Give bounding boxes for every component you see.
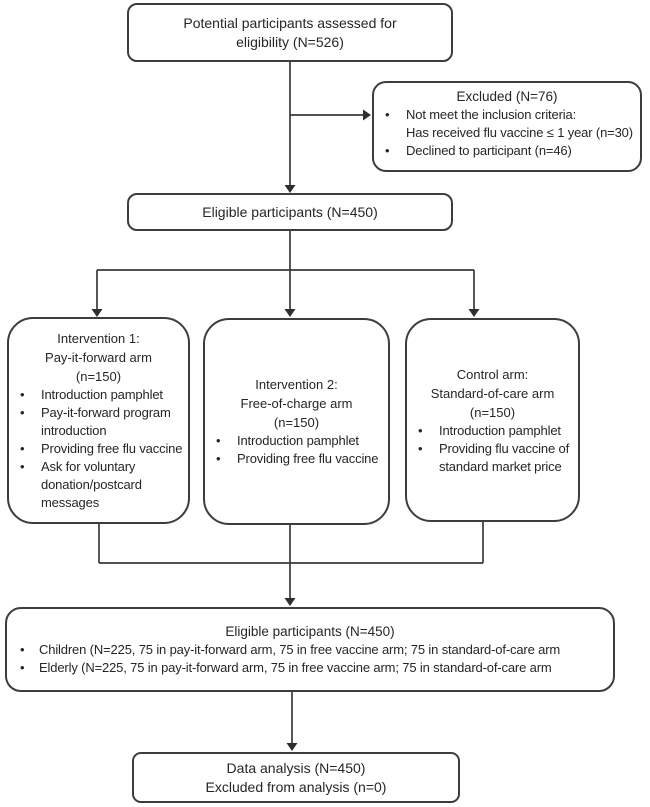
excluded-bullet-2: Declined to participant (n=46) [406,143,572,158]
box-intervention-1-pay-it-forward: Intervention 1: Pay-it-forward arm (n=15… [7,317,190,524]
arrowhead-down-icon [284,598,296,606]
list-item: • Elderly (N=225, 75 in pay-it-forward a… [7,659,613,677]
list-item: • Pay-it-forward program introduction [9,404,188,440]
arm1-bullet-1: Introduction pamphlet [41,387,163,402]
box-eligible-participants: Eligible participants (N=450) [127,193,453,231]
bullet-icon: • [216,451,221,466]
list-item: • Providing free flu vaccine [9,440,188,458]
bullet-icon: • [216,433,221,448]
arrowhead-down-icon [284,185,296,193]
bullet-icon: • [20,660,25,675]
analysis-line-1: Data analysis (N=450) [226,759,366,776]
arm3-header-line-2: Standard-of-care arm [430,385,555,401]
excluded-title: Excluded (N=76) [456,89,558,104]
arrowhead-down-icon [91,309,103,317]
bullet-icon: • [418,440,423,456]
eligible-detail-title: Eligible participants (N=450) [225,624,395,639]
bullet-icon: • [20,459,25,474]
arm1-header-line-2: Pay-it-forward arm [45,350,152,365]
arrowhead-right-icon [363,109,371,121]
analysis-line-2: Excluded from analysis (n=0) [205,778,387,795]
arm2-bullet-2: Providing free flu vaccine [237,451,379,466]
list-item: • Introduction pamphlet [205,432,388,450]
box-eligible-participants-detail: Eligible participants (N=450) • Children… [5,607,615,692]
arm1-bullet-3: Providing free flu vaccine [41,441,183,456]
list-item: • Not meet the inclusion criteria: [374,106,640,124]
arm3-bullet-2: Providing flu vaccine of standard market… [439,440,570,474]
excluded-bullet-1-continuation: Has received flu vaccine ≤ 1 year (n=30) [406,125,633,140]
arm2-header-line-2: Free-of-charge arm [240,396,353,411]
bullet-icon: • [20,387,25,402]
bullet-icon: • [20,642,25,657]
list-item: • Ask for voluntary donation/postcard me… [9,458,188,512]
list-item: • Introduction pamphlet [9,386,188,404]
arrowhead-down-icon [284,309,296,317]
arm1-header-line-3: (n=150) [75,369,122,384]
arm3-bullet-1: Introduction pamphlet [439,422,561,438]
arm2-bullet-1: Introduction pamphlet [237,433,359,448]
arrowhead-down-icon [468,309,480,317]
arm1-bullet-4: Ask for voluntary donation/postcard mess… [41,459,142,510]
eligible-title: Eligible participants (N=450) [202,203,378,220]
box-control-standard-of-care: Control arm: Standard-of-care arm (n=150… [405,318,580,522]
list-item-continuation: Has received flu vaccine ≤ 1 year (n=30) [374,124,640,142]
list-item: • Children (N=225, 75 in pay-it-forward … [7,641,613,659]
bullet-icon: • [20,405,25,420]
bullet-icon: • [385,107,390,122]
arm3-header-line-3: (n=150) [469,404,516,420]
arrowhead-down-icon [286,743,298,751]
bullet-icon: • [418,422,423,438]
eligible-detail-bullet-elderly: Elderly (N=225, 75 in pay-it-forward arm… [39,660,552,675]
box-intervention-2-free-of-charge: Intervention 2: Free-of-charge arm (n=15… [203,318,390,525]
box-assessed-for-eligibility: Potential participants assessed for elig… [127,3,453,62]
list-item: • Providing free flu vaccine [205,450,388,468]
eligible-detail-bullet-children: Children (N=225, 75 in pay-it-forward ar… [39,642,561,657]
bullet-icon: • [20,441,25,456]
arm2-header-line-1: Intervention 2: [255,377,338,392]
excluded-bullet-1: Not meet the inclusion criteria: [406,107,577,122]
box-excluded: Excluded (N=76) • Not meet the inclusion… [372,81,642,172]
arm2-header-line-3: (n=150) [273,415,320,430]
arm1-header-line-1: Intervention 1: [57,331,140,346]
arm3-header-line-1: Control arm: [456,366,529,382]
list-item: • Introduction pamphlet [407,422,578,440]
assessed-line-1: Potential participants assessed for [183,14,397,31]
bullet-icon: • [385,143,390,158]
list-item: • Providing flu vaccine of standard mark… [407,440,578,476]
box-data-analysis: Data analysis (N=450) Excluded from anal… [132,752,460,803]
arm1-bullet-2: Pay-it-forward program introduction [41,405,171,438]
assessed-line-2: eligibility (N=526) [236,33,344,50]
list-item: • Declined to participant (n=46) [374,142,640,160]
